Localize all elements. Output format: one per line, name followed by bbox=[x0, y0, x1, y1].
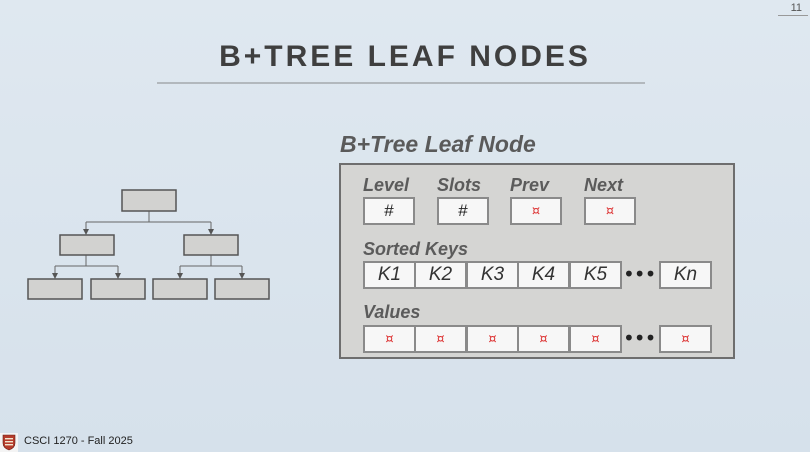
next-pointer-icon: ¤ bbox=[605, 203, 615, 219]
key-cell: K1 bbox=[363, 261, 416, 289]
key-text: K2 bbox=[428, 264, 453, 285]
values-ellipsis: ••• bbox=[623, 326, 656, 350]
prev-pointer-icon: ¤ bbox=[531, 203, 541, 219]
slots-label: Slots bbox=[437, 175, 482, 195]
prev-cell: ¤ bbox=[510, 197, 562, 225]
tree-leaf-node-4 bbox=[214, 278, 270, 300]
next-cell: ¤ bbox=[584, 197, 636, 225]
last-key-text: Kn bbox=[673, 264, 698, 285]
value-cell: ¤ bbox=[363, 325, 416, 353]
slide-title: B+TREE LEAF NODES bbox=[219, 40, 591, 73]
value-cell: ¤ bbox=[517, 325, 570, 353]
key-text: K1 bbox=[377, 264, 402, 285]
last-key-cell: Kn bbox=[659, 261, 712, 289]
university-logo-icon bbox=[0, 433, 18, 452]
page-number-rule bbox=[778, 15, 808, 16]
tree-inner-node-left bbox=[59, 234, 115, 256]
sorted-keys-label: Sorted Keys bbox=[363, 239, 469, 259]
value-cell: ¤ bbox=[466, 325, 519, 353]
last-value-pointer-icon: ¤ bbox=[681, 331, 690, 347]
prev-label: Prev bbox=[510, 175, 550, 195]
level-value: # bbox=[384, 201, 394, 220]
slots-value: # bbox=[458, 201, 468, 220]
title-underline bbox=[157, 82, 645, 84]
key-text: K4 bbox=[531, 264, 556, 285]
tree-edges bbox=[52, 211, 245, 279]
value-pointer-icon: ¤ bbox=[591, 331, 600, 347]
last-value-cell: ¤ bbox=[659, 325, 712, 353]
tree-leaf-node-3 bbox=[152, 278, 208, 300]
tree-leaf-node-2 bbox=[90, 278, 146, 300]
value-cell: ¤ bbox=[569, 325, 622, 353]
tree-inner-node-right bbox=[183, 234, 239, 256]
leaf-node-heading: B+Tree Leaf Node bbox=[340, 131, 536, 157]
key-cell: K4 bbox=[517, 261, 570, 289]
value-pointer-icon: ¤ bbox=[436, 331, 445, 347]
page-number: 11 bbox=[790, 2, 802, 14]
value-pointer-icon: ¤ bbox=[488, 331, 497, 347]
key-text: K5 bbox=[583, 264, 608, 285]
tree-leaf-node-1 bbox=[27, 278, 83, 300]
footer-course: CSCI 1270 - Fall 2025 bbox=[24, 435, 133, 447]
tree-root-node bbox=[121, 189, 177, 212]
level-label: Level bbox=[363, 175, 410, 195]
value-cell: ¤ bbox=[414, 325, 467, 353]
next-label: Next bbox=[584, 175, 624, 195]
level-cell: # bbox=[363, 197, 415, 225]
values-label: Values bbox=[363, 302, 421, 322]
key-cell: K2 bbox=[414, 261, 467, 289]
value-pointer-icon: ¤ bbox=[539, 331, 548, 347]
value-pointer-icon: ¤ bbox=[385, 331, 394, 347]
keys-ellipsis: ••• bbox=[623, 262, 656, 286]
key-cell: K3 bbox=[466, 261, 519, 289]
key-text: K3 bbox=[480, 264, 505, 285]
key-cell: K5 bbox=[569, 261, 622, 289]
slots-cell: # bbox=[437, 197, 489, 225]
